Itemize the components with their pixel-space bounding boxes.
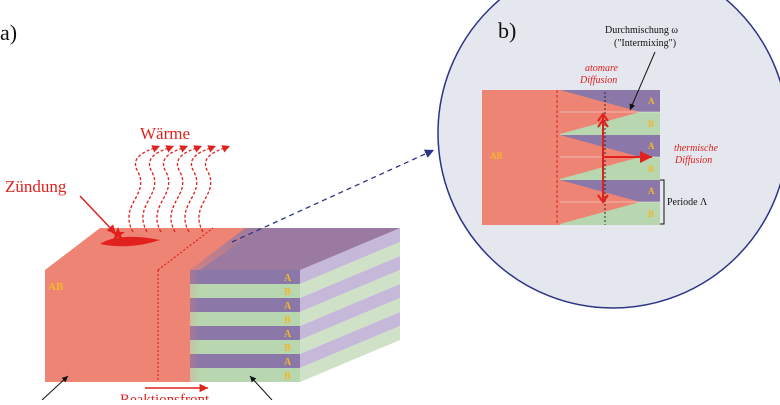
intermixing-pointer	[629, 51, 656, 111]
atomic-diffusion-label-line2: Diffusion	[579, 75, 617, 86]
layer-label: A	[284, 329, 292, 340]
layer-labels-a: A B A B A B A B	[284, 273, 292, 382]
thermal-diffusion-label-line1: thermische	[674, 143, 718, 154]
layer-label: B	[284, 371, 291, 382]
layer-label: B	[648, 119, 654, 129]
layer-label: A	[284, 273, 292, 284]
layer-label: A	[648, 96, 655, 106]
intermixing-label-line2: ("Intermixing")	[614, 38, 676, 49]
ignition-arrow	[79, 195, 117, 235]
product-pointer	[41, 375, 69, 401]
layer-label: A	[284, 301, 292, 312]
layer-label: A	[648, 186, 655, 196]
heat-waves	[128, 145, 231, 233]
heat-label: Wärme	[140, 124, 190, 143]
period-label: Periode Λ	[667, 197, 708, 208]
zoom-product-region	[482, 90, 562, 225]
layer-label: B	[648, 164, 654, 174]
zoom-arrow	[231, 149, 435, 243]
layer-label: A	[648, 141, 655, 151]
panel-b-label: b)	[498, 18, 516, 43]
ignition-spot	[100, 236, 160, 247]
spark-icon	[111, 227, 125, 240]
zoom-product-label: AB	[490, 151, 503, 161]
layer-label: A	[284, 357, 292, 368]
layer-label: B	[284, 343, 291, 354]
atomic-diffusion-label-line1: atomare	[585, 63, 619, 74]
layers-pointer	[249, 375, 273, 401]
period-bracket	[660, 179, 665, 225]
ignition-label: Zündung	[5, 177, 67, 196]
layer-stack-front	[190, 270, 300, 382]
layer-label: B	[284, 315, 291, 326]
block-top-transition	[155, 228, 260, 270]
panel-a-label: a)	[0, 20, 17, 45]
product-label-ab: AB	[48, 281, 64, 293]
layer-label: B	[284, 287, 291, 298]
reaction-zone-blur	[160, 270, 200, 382]
reaction-front-label: Reaktionsfront	[120, 392, 210, 400]
block-right-face	[300, 228, 400, 382]
zoom-layer-labels: A B A B A B	[648, 96, 655, 219]
layer-label: B	[648, 209, 654, 219]
thermal-diffusion-label-line2: Diffusion	[674, 155, 712, 166]
intermixing-label-line1: Durchmischung ω	[605, 25, 678, 36]
